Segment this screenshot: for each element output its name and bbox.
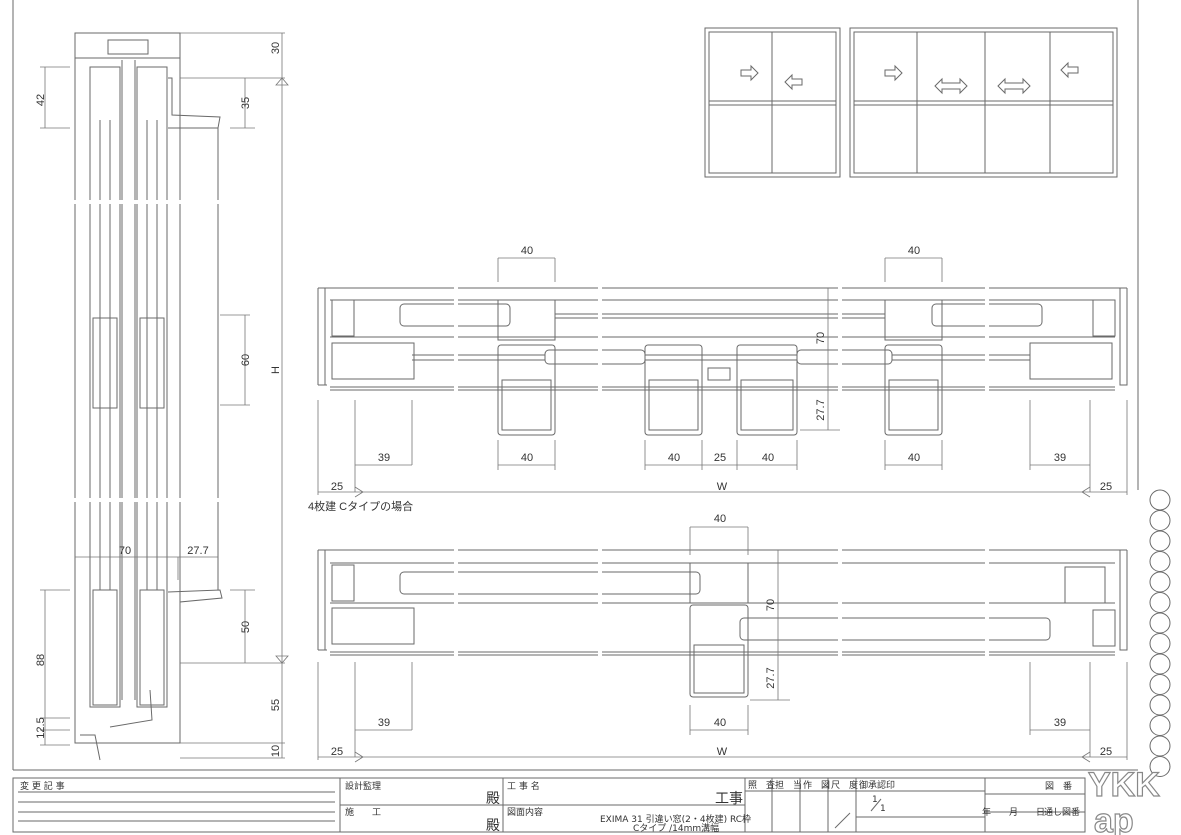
dim-70: 70 bbox=[765, 599, 777, 611]
filing-circle bbox=[1149, 633, 1171, 654]
dim-42: 42 bbox=[35, 94, 47, 106]
filing-circle bbox=[1149, 756, 1171, 777]
sheet-border bbox=[12, 0, 1139, 771]
elevation-4-panel bbox=[849, 27, 1118, 178]
filing-circle bbox=[1149, 715, 1171, 736]
logo-ykk: YKK bbox=[1088, 766, 1160, 804]
arrow-both-icon bbox=[934, 77, 968, 95]
dim-10: 10 bbox=[270, 745, 282, 757]
logo-ap: ap bbox=[1094, 802, 1134, 835]
dim-top: 40 bbox=[714, 513, 726, 525]
filing-circle bbox=[1149, 530, 1171, 552]
dim-w: W bbox=[717, 481, 728, 493]
arrow-right-icon bbox=[884, 64, 903, 82]
drawing-content-line1: EXIMA 31 引違い窓(2・4枚建) RC枠 bbox=[600, 813, 751, 825]
dim-25-right: 25 bbox=[1100, 481, 1112, 493]
dim-40: 40 bbox=[762, 452, 774, 464]
scale-denominator: 1 bbox=[880, 804, 886, 814]
filing-circle bbox=[1149, 571, 1171, 593]
filing-circle bbox=[1149, 592, 1171, 613]
dim-25-right: 25 bbox=[1100, 746, 1112, 758]
dim-70: 70 bbox=[815, 332, 827, 344]
drawing-content-label: 図面内容 bbox=[507, 806, 543, 818]
dim-40: 40 bbox=[908, 452, 920, 464]
arrow-both-icon bbox=[997, 77, 1031, 95]
drawing-no-label: 図 番 bbox=[1045, 780, 1072, 792]
plan-1-dimensions: 40 40 70 27.7 39 40 40 25 40 40 39 W 25 … bbox=[308, 245, 1112, 513]
dim-55: 55 bbox=[270, 699, 282, 711]
dim-12-5: 12.5 bbox=[35, 717, 47, 738]
dim-40: 40 bbox=[521, 452, 533, 464]
scale-label: 尺 度 bbox=[831, 779, 858, 791]
project-name-label: 工 事 名 bbox=[507, 780, 540, 792]
plan-section-4-panel bbox=[317, 257, 1128, 498]
filing-circle bbox=[1149, 674, 1171, 695]
plan-1-caption: 4枚建 Cタイプの場合 bbox=[308, 499, 413, 513]
dim-27-7: 27.7 bbox=[765, 667, 777, 688]
dim-top-right: 40 bbox=[908, 245, 920, 257]
arrow-left-icon bbox=[784, 73, 803, 91]
dim-39-left: 39 bbox=[378, 717, 390, 729]
title-block: 変 更 記 事 設計監理 殿 施 工 殿 工 事 名 工事 図面内容 EXIMA… bbox=[12, 777, 1086, 834]
filing-circles bbox=[1149, 489, 1171, 777]
charge-label: 担 当 bbox=[775, 779, 802, 791]
dim-25-left: 25 bbox=[331, 746, 343, 758]
dim-35: 35 bbox=[240, 97, 252, 109]
check-label: 照 査 bbox=[748, 779, 775, 791]
dim-25: 25 bbox=[714, 452, 726, 464]
drawing-content-line2: Cタイプ /14mm溝幅 bbox=[633, 822, 719, 834]
dim-60: 60 bbox=[240, 354, 252, 366]
filing-circle bbox=[1149, 489, 1171, 511]
filing-circle bbox=[1149, 551, 1171, 572]
dim-27-7: 27.7 bbox=[815, 399, 827, 420]
project-suffix: 工事 bbox=[715, 791, 743, 807]
dim-30: 30 bbox=[270, 42, 282, 54]
arrow-left-icon bbox=[1060, 61, 1079, 79]
dim-top-left: 40 bbox=[521, 245, 533, 257]
drafted-label: 作 図 bbox=[803, 779, 830, 791]
dim-50: 50 bbox=[240, 621, 252, 633]
filing-circle bbox=[1149, 510, 1171, 531]
dim-39-right: 39 bbox=[1054, 452, 1066, 464]
filing-circle bbox=[1149, 612, 1171, 634]
filing-circle bbox=[1149, 735, 1171, 757]
plan-2-dimensions: 40 70 27.7 39 40 39 W 25 25 bbox=[331, 513, 1112, 758]
honorific: 殿 bbox=[486, 791, 500, 807]
dim-27-7: 27.7 bbox=[187, 545, 208, 557]
filing-circle bbox=[1149, 653, 1171, 675]
dim-70: 70 bbox=[119, 545, 131, 557]
dim-25-left: 25 bbox=[331, 481, 343, 493]
dim-40: 40 bbox=[668, 452, 680, 464]
serial-drawing-no-label: 通し図番 bbox=[1044, 806, 1080, 818]
approval-label: 御承認印 bbox=[859, 779, 895, 791]
vertical-section-drawing bbox=[40, 32, 289, 761]
dim-88: 88 bbox=[35, 654, 47, 666]
ykk-ap-logo: YKK ap bbox=[1087, 765, 1160, 835]
dim-h: H bbox=[270, 366, 282, 374]
change-log-label: 変 更 記 事 bbox=[20, 780, 65, 792]
construction-label: 施 工 bbox=[345, 806, 381, 818]
scale-numerator: 1 bbox=[872, 795, 878, 805]
design-supervision-label: 設計監理 bbox=[345, 780, 381, 792]
honorific: 殿 bbox=[486, 818, 500, 834]
dim-40: 40 bbox=[714, 717, 726, 729]
filing-circle bbox=[1149, 694, 1171, 716]
elevation-2-panel bbox=[704, 27, 841, 178]
dim-39-left: 39 bbox=[378, 452, 390, 464]
dim-39-right: 39 bbox=[1054, 717, 1066, 729]
plan-section-2-panel bbox=[317, 526, 1128, 763]
dim-w: W bbox=[717, 746, 728, 758]
date-label: 年 月 日 bbox=[982, 806, 1045, 818]
vertical-section-dimensions: 42 30 35 H 60 70 27.7 88 50 55 12.5 10 bbox=[35, 42, 282, 757]
arrow-right-icon bbox=[740, 64, 759, 82]
